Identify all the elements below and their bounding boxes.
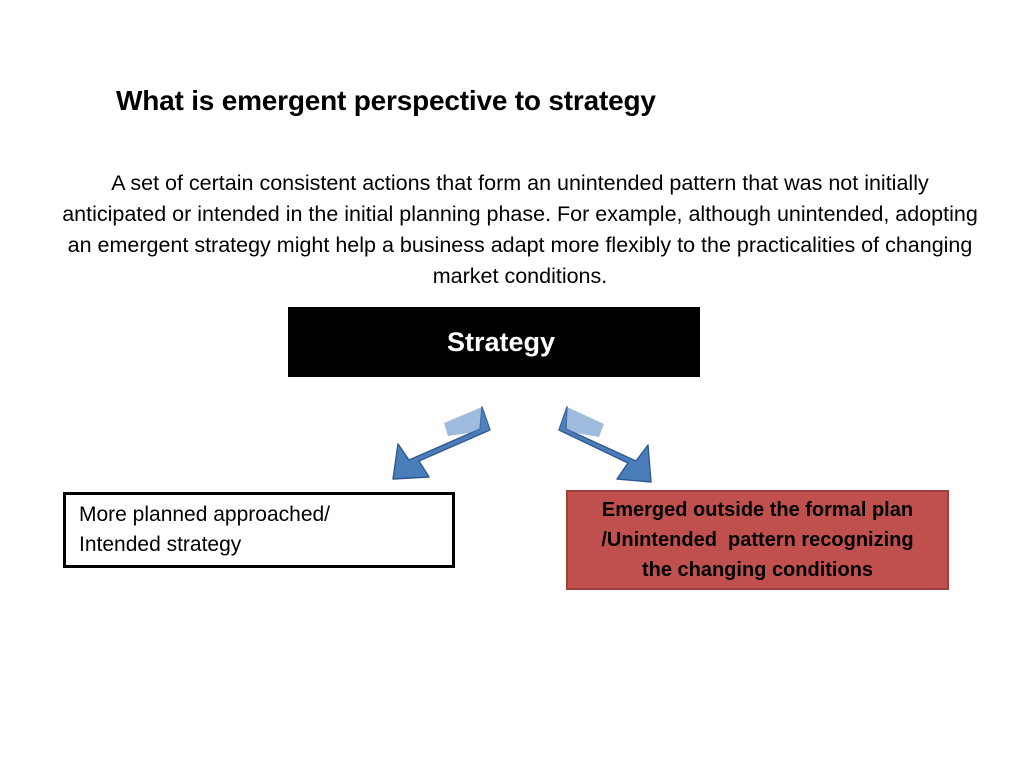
arrow-down-right-shape bbox=[558, 406, 652, 483]
slide-title-box: What is emergent perspective to strategy bbox=[104, 77, 948, 124]
arrow-down-right-icon bbox=[558, 406, 652, 483]
outcome-box-emergent: Emerged outside the formal plan /Uninten… bbox=[566, 490, 949, 590]
outcome-emergent-line-2: /Unintended pattern recognizing bbox=[601, 529, 914, 551]
outcome-emergent-line-1: Emerged outside the formal plan bbox=[601, 499, 914, 521]
arrow-down-right-highlight bbox=[559, 407, 604, 437]
arrow-down-left-highlight bbox=[444, 407, 490, 436]
strategy-node: Strategy bbox=[288, 307, 700, 377]
strategy-node-label: Strategy bbox=[446, 326, 556, 357]
arrow-down-left-shape bbox=[392, 406, 491, 480]
arrow-down-left-icon bbox=[392, 406, 491, 480]
outcome-intended-line-2: Intended strategy bbox=[79, 533, 242, 556]
outcome-emergent-line-3: the changing conditions bbox=[641, 559, 874, 581]
outcome-intended-line-1: More planned approached/ bbox=[79, 503, 331, 526]
page-title: What is emergent perspective to strategy bbox=[116, 84, 656, 116]
outcome-box-intended: More planned approached/ Intended strate… bbox=[63, 492, 455, 568]
body-paragraph: A set of certain consistent actions that… bbox=[62, 171, 978, 288]
